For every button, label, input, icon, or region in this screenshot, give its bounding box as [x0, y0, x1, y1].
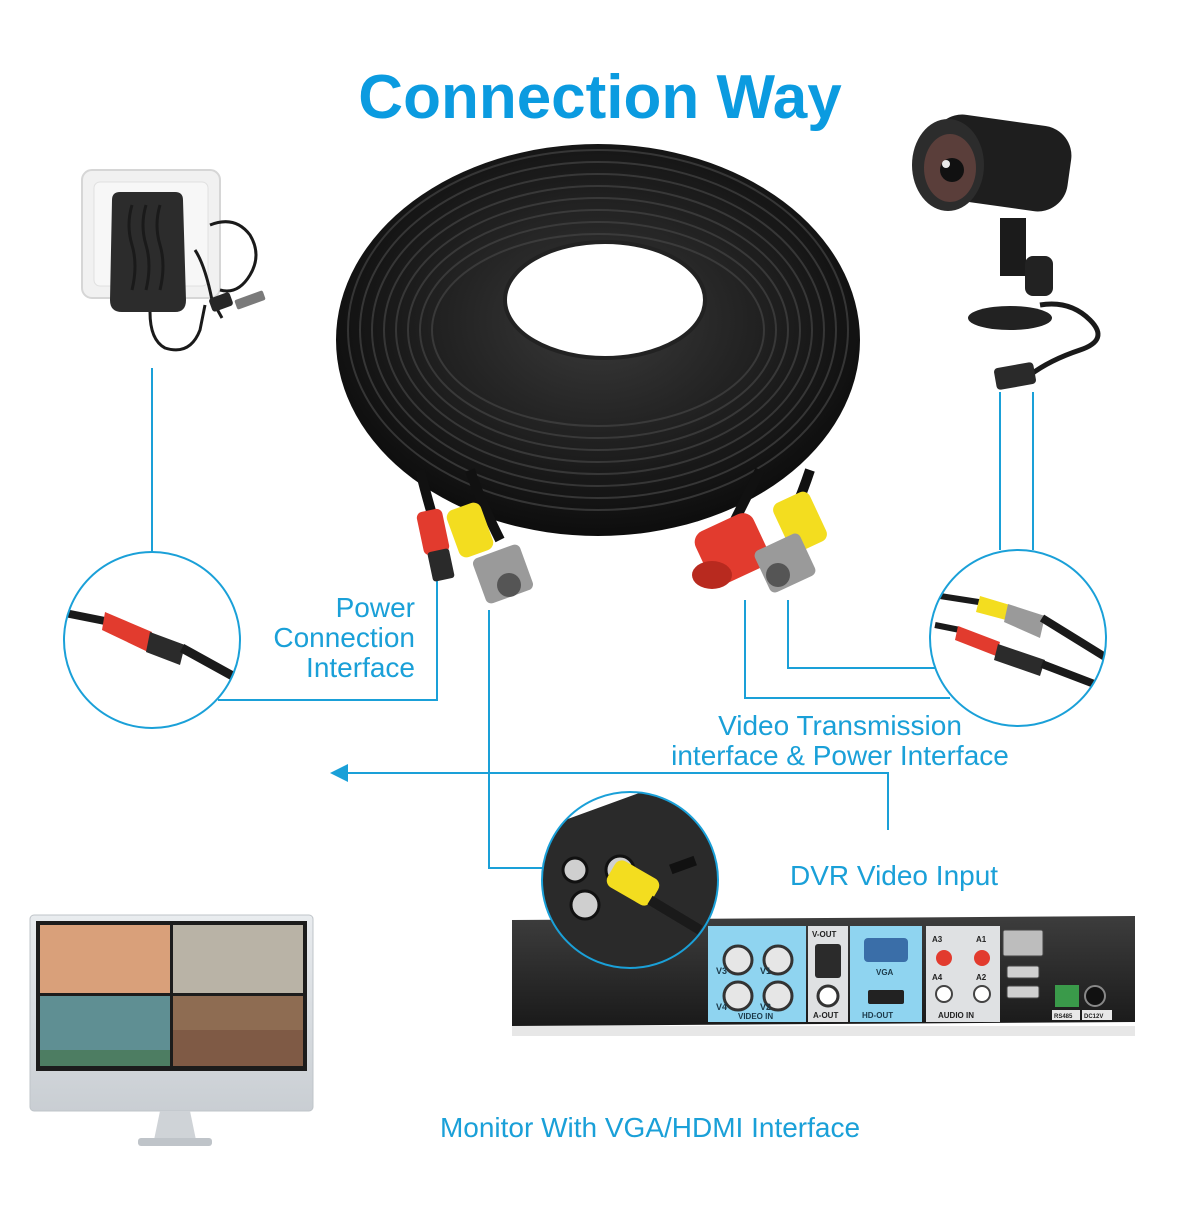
a3-label: A3 — [932, 935, 943, 944]
hd-out-label: HD-OUT — [862, 1011, 893, 1020]
v4-label: V4 — [716, 1002, 727, 1012]
v3-label: V3 — [716, 966, 727, 976]
v2-label: V2 — [760, 1002, 771, 1012]
v1-label: V1 — [760, 966, 771, 976]
monitor-line — [335, 772, 889, 830]
monitor-interface-label: Monitor With VGA/HDMI Interface — [439, 1112, 861, 1143]
video-label-line-2: interface & Power Interface — [671, 740, 1009, 771]
video-in-label: VIDEO IN — [738, 1012, 773, 1021]
camera-feed-2 — [173, 925, 303, 993]
dvr-input-line — [488, 610, 548, 869]
power-label-line-2: Connection — [273, 622, 415, 653]
audio-in-label: AUDIO IN — [938, 1011, 974, 1020]
arrow-head-icon — [330, 764, 348, 782]
monitor-illustration — [29, 914, 314, 1146]
rs485-label: RS485 — [1054, 1014, 1073, 1020]
a2-label: A2 — [976, 973, 987, 982]
dc12v-label: DC12V — [1084, 1014, 1103, 1020]
cable-coil-illustration — [336, 144, 860, 604]
dvr-input-zoom — [541, 791, 719, 969]
connector-lines — [151, 368, 1034, 869]
a-out-label: A-OUT — [813, 1011, 838, 1020]
video-power-zoom — [929, 549, 1107, 727]
video-power-line-outer — [744, 600, 950, 699]
v-out-label: V-OUT — [812, 930, 837, 939]
video-label-line-1: Video Transmission — [718, 710, 962, 741]
a1-label: A1 — [976, 935, 987, 944]
power-interface-line — [218, 570, 438, 701]
camera-illustration — [912, 114, 1101, 390]
vga-label: VGA — [876, 968, 894, 977]
power-adapter-illustration — [81, 169, 266, 352]
power-connection-label: Power Connection Interface — [215, 593, 415, 683]
power-plug-zoom — [63, 551, 241, 729]
dvr-video-input-label: DVR Video Input — [790, 860, 999, 891]
video-power-interface-label: Video Transmission interface & Power Int… — [610, 711, 1070, 771]
camera-feed-1 — [40, 925, 170, 993]
video-power-line-inner — [787, 600, 935, 669]
page-title: Connection Way — [358, 63, 842, 132]
power-label-line-1: Power — [335, 592, 415, 623]
a4-label: A4 — [932, 973, 943, 982]
power-label-line-3: Interface — [306, 652, 415, 683]
